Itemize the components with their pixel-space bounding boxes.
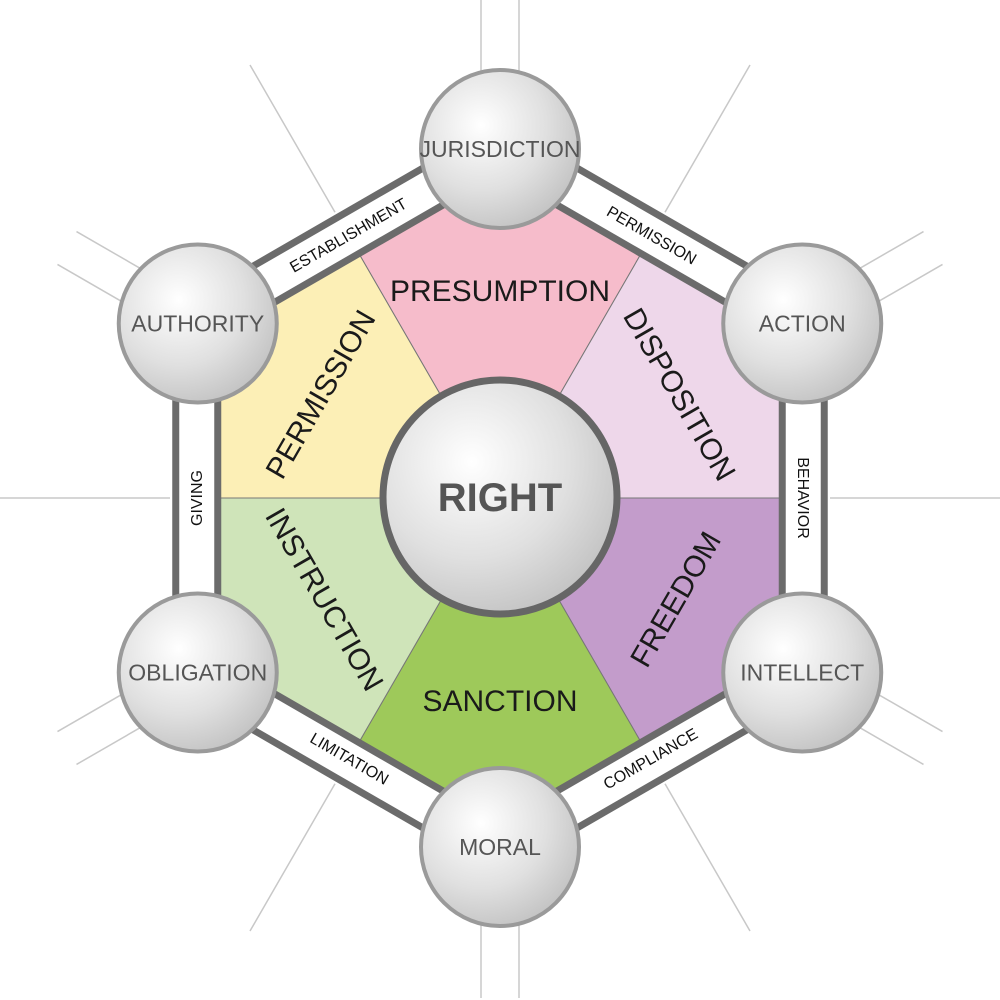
node-obligation[interactable]: OBLIGATION — [116, 591, 279, 754]
background-ray — [853, 230, 924, 273]
segment-label: PRESUMPTION — [390, 275, 610, 308]
background-ray — [872, 690, 943, 733]
background-ray — [76, 230, 147, 273]
node-circle — [116, 591, 279, 754]
node-intellect[interactable]: INTELLECT — [721, 591, 884, 754]
node-label: OBLIGATION — [128, 660, 267, 686]
background-ray — [249, 64, 336, 213]
edge-band-fill — [175, 323, 220, 673]
edge-label: GIVING — [189, 470, 206, 526]
center-circle — [379, 376, 621, 618]
background-ray — [57, 690, 128, 733]
node-label: INTELLECT — [740, 660, 864, 686]
node-authority[interactable]: AUTHORITY — [116, 242, 279, 405]
node-circle — [419, 68, 581, 230]
node-label: ACTION — [759, 311, 846, 337]
background-ray — [249, 783, 336, 932]
background-ray — [664, 783, 751, 932]
node-label: AUTHORITY — [131, 311, 264, 337]
center-label: RIGHT — [438, 476, 562, 520]
node-circle — [721, 591, 884, 754]
background-ray — [76, 723, 147, 766]
node-label: JURISDICTION — [420, 136, 581, 162]
node-label: MORAL — [459, 834, 541, 860]
node-circle — [721, 242, 884, 405]
node-circle — [116, 242, 279, 405]
node-circle — [419, 766, 581, 928]
background-ray — [664, 64, 751, 213]
segment-label: SANCTION — [422, 685, 577, 718]
node-action[interactable]: ACTION — [721, 242, 884, 405]
background-ray — [853, 723, 924, 766]
center-node[interactable]: RIGHT — [379, 376, 621, 618]
edge-label: BEHAVIOR — [794, 457, 811, 539]
background-ray — [872, 263, 943, 306]
nodes-group: JURISDICTION ACTION INTELLECT MORAL OBLIGATI… — [116, 68, 884, 928]
node-moral[interactable]: MORAL — [419, 766, 581, 928]
node-jurisdiction[interactable]: JURISDICTION — [419, 68, 581, 230]
background-ray — [57, 263, 128, 306]
edge-band-fill — [780, 323, 825, 673]
